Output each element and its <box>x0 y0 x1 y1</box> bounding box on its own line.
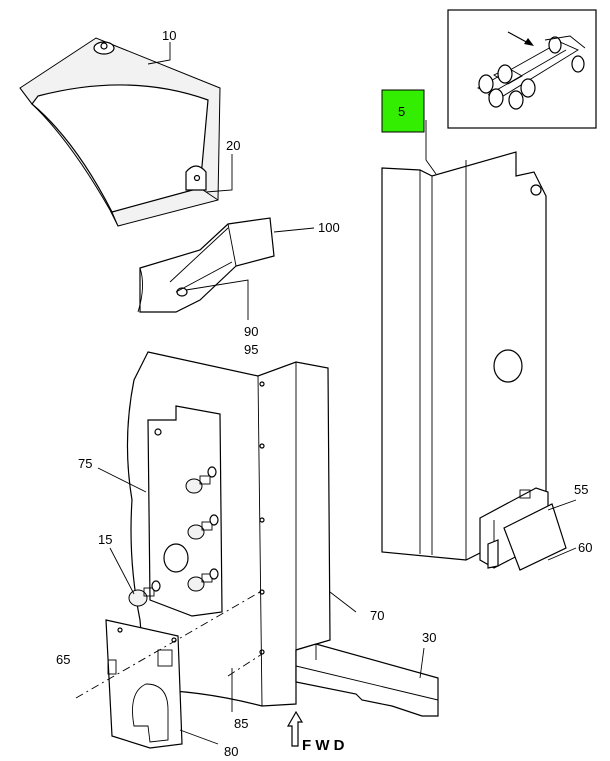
callout-20[interactable]: 20 <box>226 138 240 153</box>
callout-30[interactable]: 30 <box>422 630 436 645</box>
switch-icon <box>187 514 219 540</box>
forward-direction-indicator: F W D <box>286 710 345 754</box>
part-55-bracket <box>479 487 567 571</box>
callout-60[interactable]: 60 <box>578 540 592 555</box>
callout-70[interactable]: 70 <box>370 608 384 623</box>
callout-5[interactable]: 5 <box>398 104 405 119</box>
switch-icon <box>185 466 217 494</box>
part-5-panel <box>381 151 547 561</box>
switch-icon <box>187 568 219 592</box>
locator-inset <box>447 9 597 129</box>
assembly-centerlines <box>75 591 263 699</box>
callout-80[interactable]: 80 <box>224 744 238 759</box>
part-100-bracket <box>137 217 275 313</box>
callout-100[interactable]: 100 <box>318 220 340 235</box>
callout-75[interactable]: 75 <box>78 456 92 471</box>
callout-85[interactable]: 85 <box>234 716 248 731</box>
callout-55[interactable]: 55 <box>574 482 588 497</box>
highlight-box <box>381 89 425 133</box>
forward-arrow-icon <box>286 710 304 747</box>
leader-lines <box>97 42 577 745</box>
callout-15[interactable]: 15 <box>98 532 112 547</box>
truck-chassis-icon <box>477 35 586 110</box>
part-10-cover <box>19 37 221 227</box>
part-80-cover <box>105 619 183 749</box>
locator-arrow-icon <box>507 31 534 46</box>
callout-10[interactable]: 10 <box>162 28 176 43</box>
part-20-bracket <box>185 165 207 191</box>
callout-65[interactable]: 65 <box>56 652 70 667</box>
callout-95[interactable]: 95 <box>244 342 258 357</box>
callout-90[interactable]: 90 <box>244 324 258 339</box>
part-30-rail <box>295 643 439 717</box>
forward-label: F W D <box>302 737 345 754</box>
